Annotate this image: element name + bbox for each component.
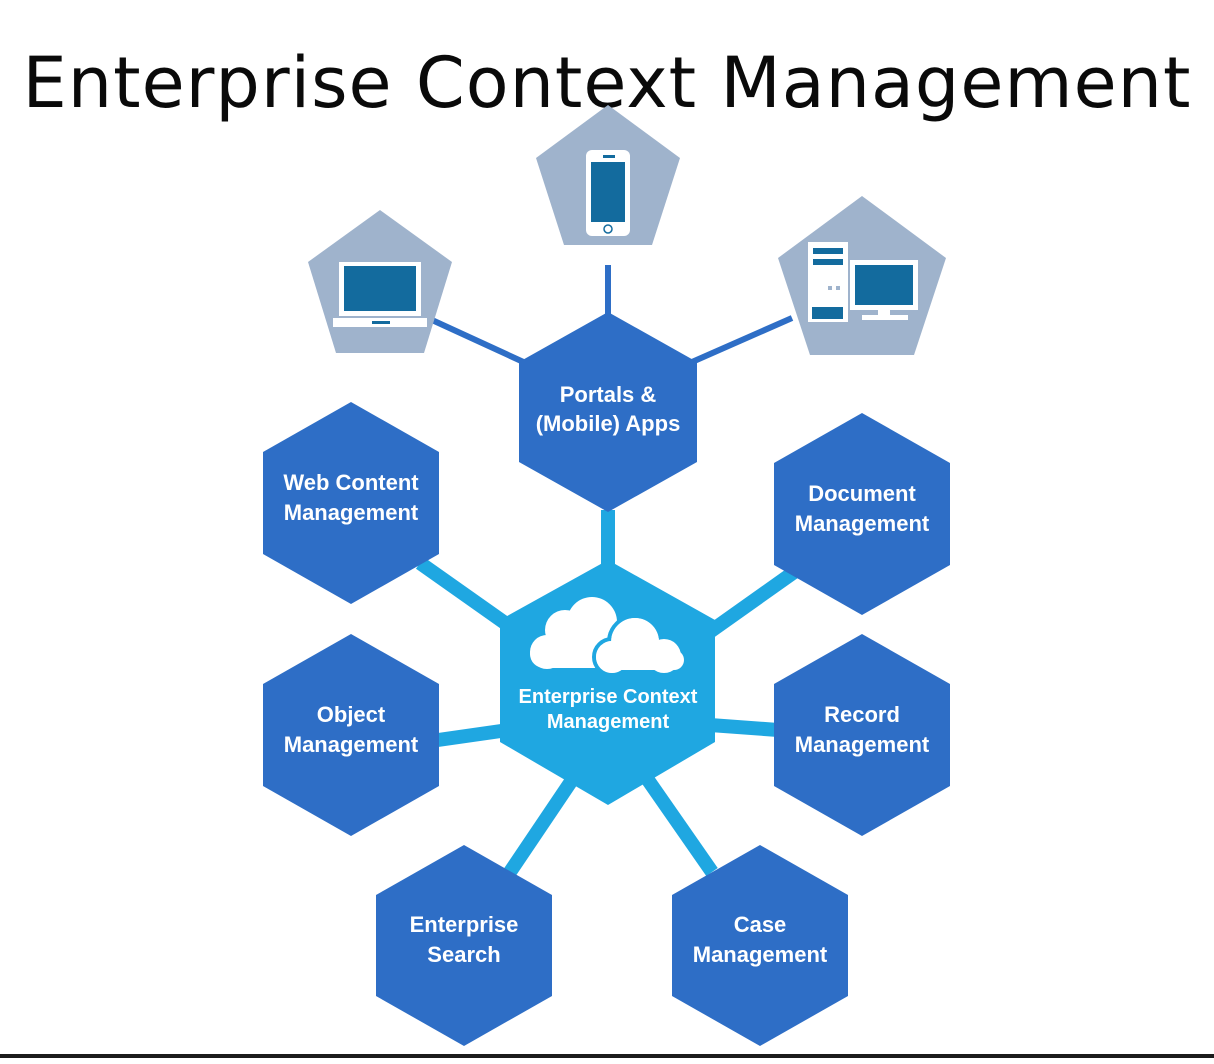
hexagon-shape (774, 413, 950, 615)
record-label-line1: Record (824, 702, 900, 727)
connector-search (504, 776, 578, 876)
device-connectors (430, 265, 794, 368)
hexagon-shape (263, 634, 439, 836)
hexagon-shape (500, 560, 715, 805)
record-management-node: Record Management (774, 634, 950, 836)
document-management-node: Document Management (774, 413, 950, 615)
connector-case (642, 776, 718, 876)
hexagon-shape (519, 312, 697, 512)
portals-label-line2: (Mobile) Apps (536, 411, 681, 436)
case-management-node: Case Management (672, 845, 848, 1046)
device-desktop-node (778, 196, 946, 355)
record-label-line2: Management (795, 732, 930, 757)
document-label-line2: Management (795, 511, 930, 536)
enterprise-search-node: Enterprise Search (376, 845, 552, 1046)
connector-object (437, 723, 509, 747)
device-laptop-node (308, 210, 452, 353)
device-phone-node (536, 105, 680, 245)
portals-label-line1: Portals & (560, 382, 657, 407)
search-label-line1: Enterprise (410, 912, 519, 937)
connector-document (699, 564, 802, 642)
hexagon-shape (263, 402, 439, 604)
case-label-line1: Case (734, 912, 787, 937)
web-content-management-node: Web Content Management (263, 402, 439, 604)
laptop-icon (333, 262, 427, 327)
connector-record (709, 718, 779, 737)
smartphone-icon (586, 150, 630, 236)
hub-label-line2: Management (547, 711, 670, 733)
connector-desktop (690, 315, 794, 365)
hexagon-shape (376, 845, 552, 1046)
desktop-computer-icon (808, 242, 918, 322)
object-label-line1: Object (317, 702, 386, 727)
object-management-node: Object Management (263, 634, 439, 836)
cloud-icon (530, 597, 684, 677)
search-label-line2: Search (427, 942, 500, 967)
web-content-label-line2: Management (284, 500, 419, 525)
portals-node: Portals & (Mobile) Apps (519, 312, 697, 512)
document-label-line1: Document (808, 481, 916, 506)
connector-web-content (415, 557, 517, 634)
hub-label-line1: Enterprise Context (519, 686, 698, 708)
web-content-label-line1: Web Content (283, 470, 419, 495)
connector-laptop (430, 317, 532, 368)
hexagon-shape (672, 845, 848, 1046)
object-label-line2: Management (284, 732, 419, 757)
hub-connectors (415, 510, 802, 876)
hexagon-shape (774, 634, 950, 836)
case-label-line2: Management (693, 942, 828, 967)
hub-node: Enterprise Context Management (500, 560, 715, 805)
bottom-divider (0, 1054, 1214, 1058)
